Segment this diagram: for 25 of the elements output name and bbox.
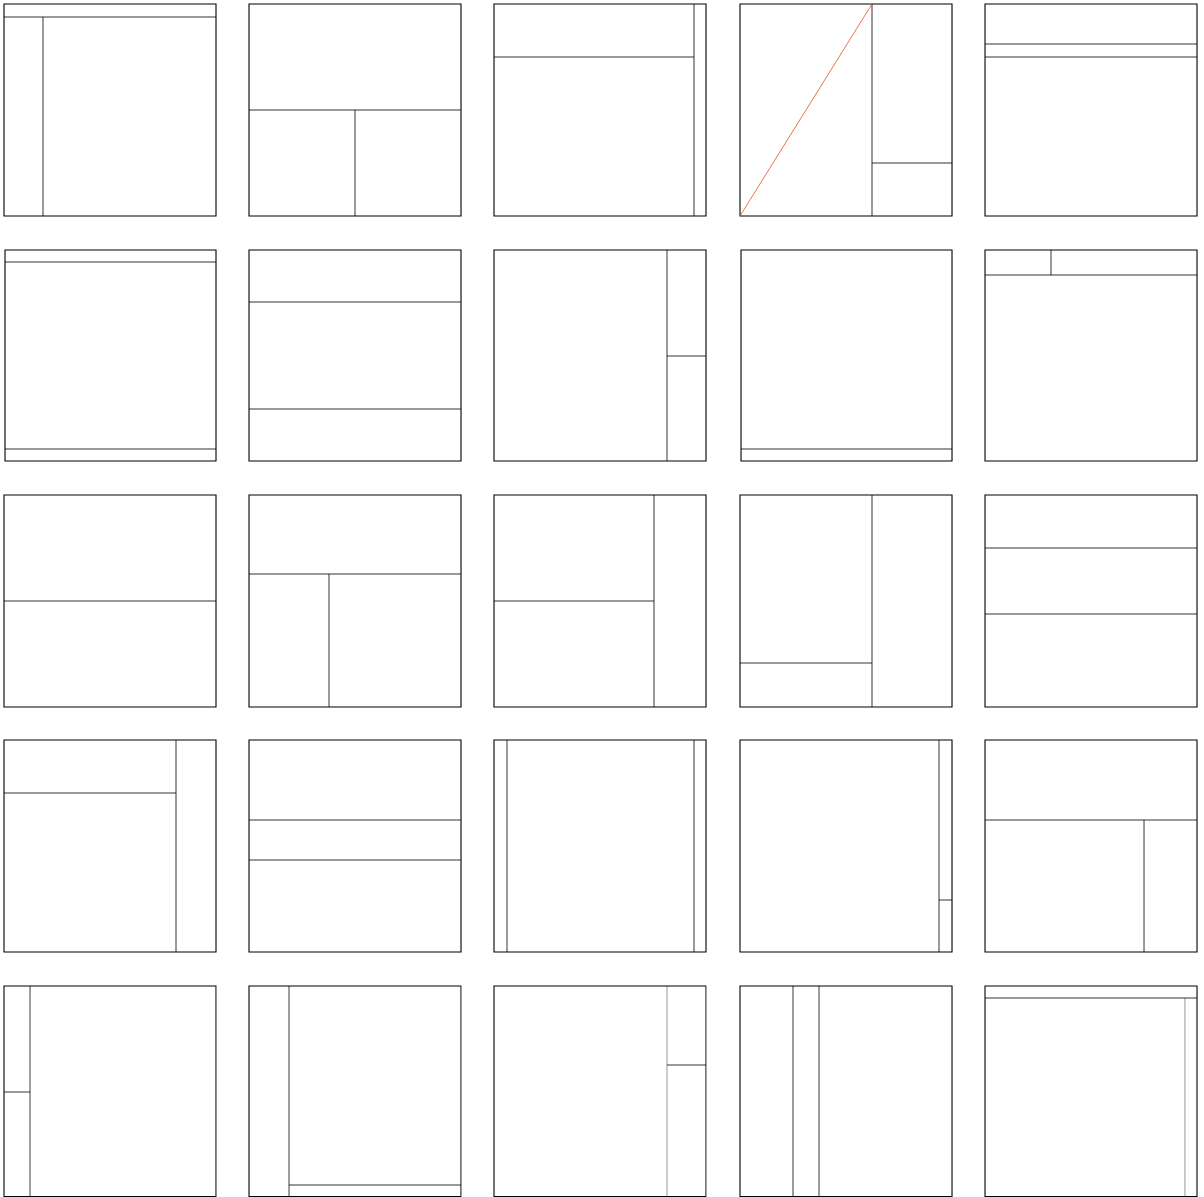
partition-square [248,494,462,708]
partition-square [3,985,217,1197]
partition-square [984,494,1198,708]
partition-square [984,3,1198,217]
partition-square [3,3,217,217]
partition-square [493,985,707,1197]
partition-square [493,739,707,953]
partition-square [493,249,707,462]
partition-square [984,249,1198,462]
partition-square [493,494,707,708]
partition-square [984,739,1198,953]
partition-square [248,739,462,953]
partition-square [739,3,953,217]
partition-square [740,249,953,462]
partition-square [248,249,462,462]
partition-square [3,739,217,953]
partition-square [493,3,707,217]
partition-square [3,494,217,708]
partition-square [739,739,953,953]
partition-square [739,494,953,708]
partition-square [248,985,462,1197]
partition-square [984,985,1198,1197]
partition-square [248,3,462,217]
partition-square [4,249,217,462]
partition-square [739,985,953,1197]
